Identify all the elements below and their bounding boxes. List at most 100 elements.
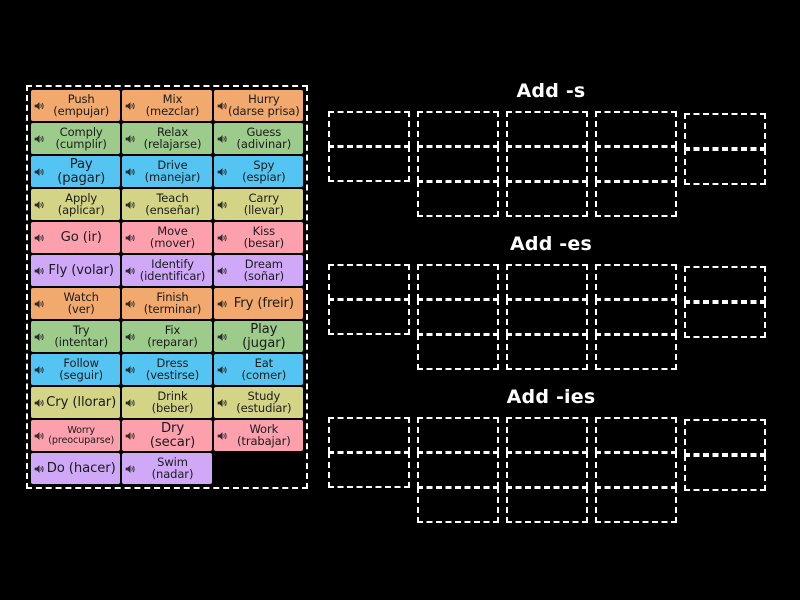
verb-tile[interactable]: Fry (freir) (213, 288, 303, 319)
drop-slot[interactable] (595, 111, 677, 147)
verb-tile[interactable]: Drink (beber) (122, 387, 212, 418)
speaker-icon[interactable] (34, 463, 45, 474)
drop-slot[interactable] (684, 419, 766, 455)
speaker-icon[interactable] (125, 232, 136, 243)
drop-slot[interactable] (595, 487, 677, 523)
speaker-icon[interactable] (34, 364, 45, 375)
speaker-icon[interactable] (34, 166, 45, 177)
drop-slot[interactable] (595, 264, 677, 300)
verb-tile[interactable]: Pay (pagar) (31, 156, 121, 187)
drop-slot[interactable] (595, 417, 677, 453)
verb-tile[interactable]: Do (hacer) (31, 453, 121, 484)
speaker-icon[interactable] (217, 133, 228, 144)
speaker-icon[interactable] (34, 232, 45, 243)
verb-tile[interactable]: Guess (adivinar) (213, 123, 303, 154)
verb-tile[interactable]: Comply (cumplir) (31, 123, 121, 154)
drop-slot[interactable] (506, 452, 588, 488)
drop-slot[interactable] (684, 302, 766, 338)
speaker-icon[interactable] (125, 166, 136, 177)
drop-slot[interactable] (328, 452, 410, 488)
speaker-icon[interactable] (217, 298, 228, 309)
verb-tile[interactable]: Study (estudiar) (213, 387, 303, 418)
verb-tile[interactable]: Watch (ver) (31, 288, 121, 319)
verb-tile[interactable]: Carry (llevar) (213, 189, 303, 220)
drop-slot[interactable] (595, 181, 677, 217)
verb-tile[interactable]: Fix (reparar) (122, 321, 212, 352)
verb-tile-bank[interactable]: Push (empujar)Mix (mezclar)Hurry (darse … (26, 85, 308, 489)
verb-tile[interactable]: Drive (manejar) (122, 156, 212, 187)
drop-slot[interactable] (417, 334, 499, 370)
drop-slot[interactable] (417, 111, 499, 147)
speaker-icon[interactable] (34, 133, 45, 144)
speaker-icon[interactable] (34, 397, 45, 408)
verb-tile[interactable]: Dream (soñar) (213, 255, 303, 286)
verb-tile[interactable]: Relax (relajarse) (122, 123, 212, 154)
speaker-icon[interactable] (217, 331, 228, 342)
speaker-icon[interactable] (125, 100, 136, 111)
drop-slot[interactable] (328, 417, 410, 453)
verb-tile[interactable]: Work (trabajar) (213, 420, 303, 451)
verb-tile[interactable]: Move (mover) (122, 222, 212, 253)
verb-tile[interactable]: Go (ir) (31, 222, 121, 253)
speaker-icon[interactable] (125, 397, 136, 408)
drop-slot[interactable] (417, 417, 499, 453)
speaker-icon[interactable] (34, 199, 45, 210)
drop-slot[interactable] (595, 452, 677, 488)
speaker-icon[interactable] (217, 199, 228, 210)
drop-slot[interactable] (328, 111, 410, 147)
speaker-icon[interactable] (125, 364, 136, 375)
speaker-icon[interactable] (34, 298, 45, 309)
speaker-icon[interactable] (34, 430, 45, 441)
drop-slot[interactable] (506, 487, 588, 523)
drop-slot[interactable] (595, 334, 677, 370)
verb-tile[interactable]: Teach (enseñar) (122, 189, 212, 220)
drop-slot[interactable] (417, 452, 499, 488)
verb-tile[interactable]: Identify (identificar) (122, 255, 212, 286)
drop-slot[interactable] (417, 264, 499, 300)
verb-tile[interactable]: Spy (espiar) (213, 156, 303, 187)
drop-slot[interactable] (328, 299, 410, 335)
verb-tile[interactable]: Play (jugar) (213, 321, 303, 352)
drop-slot[interactable] (506, 334, 588, 370)
drop-group-add-s[interactable]: Add -s (328, 80, 774, 217)
speaker-icon[interactable] (217, 100, 228, 111)
speaker-icon[interactable] (217, 166, 228, 177)
drop-slot[interactable] (506, 299, 588, 335)
speaker-icon[interactable] (125, 199, 136, 210)
speaker-icon[interactable] (125, 265, 136, 276)
verb-tile[interactable]: Kiss (besar) (213, 222, 303, 253)
speaker-icon[interactable] (125, 298, 136, 309)
verb-tile[interactable]: Dry (secar) (122, 420, 212, 451)
drop-slot[interactable] (417, 146, 499, 182)
speaker-icon[interactable] (125, 133, 136, 144)
verb-tile[interactable]: Mix (mezclar) (122, 90, 212, 121)
verb-tile[interactable]: Finish (terminar) (122, 288, 212, 319)
verb-tile[interactable]: Cry (llorar) (31, 387, 121, 418)
drop-slot[interactable] (506, 181, 588, 217)
verb-tile[interactable]: Swim (nadar) (122, 453, 212, 484)
drop-slot[interactable] (684, 266, 766, 302)
drop-slot[interactable] (595, 299, 677, 335)
drop-slot[interactable] (506, 264, 588, 300)
drop-slot[interactable] (595, 146, 677, 182)
verb-tile[interactable]: Apply (aplicar) (31, 189, 121, 220)
speaker-icon[interactable] (125, 331, 136, 342)
drop-slot[interactable] (328, 146, 410, 182)
speaker-icon[interactable] (125, 463, 136, 474)
drop-slot[interactable] (328, 264, 410, 300)
verb-tile[interactable]: Hurry (darse prisa) (213, 90, 303, 121)
speaker-icon[interactable] (217, 397, 228, 408)
verb-tile[interactable]: Push (empujar) (31, 90, 121, 121)
verb-tile[interactable]: Dress (vestirse) (122, 354, 212, 385)
speaker-icon[interactable] (34, 331, 45, 342)
drop-slot[interactable] (417, 181, 499, 217)
verb-tile[interactable]: Follow (seguir) (31, 354, 121, 385)
verb-tile[interactable]: Fly (volar) (31, 255, 121, 286)
verb-tile[interactable]: Worry (preocuparse) (31, 420, 121, 451)
verb-tile[interactable]: Eat (comer) (213, 354, 303, 385)
drop-slot[interactable] (684, 149, 766, 185)
speaker-icon[interactable] (217, 232, 228, 243)
speaker-icon[interactable] (34, 265, 45, 276)
speaker-icon[interactable] (34, 100, 45, 111)
speaker-icon[interactable] (217, 265, 228, 276)
